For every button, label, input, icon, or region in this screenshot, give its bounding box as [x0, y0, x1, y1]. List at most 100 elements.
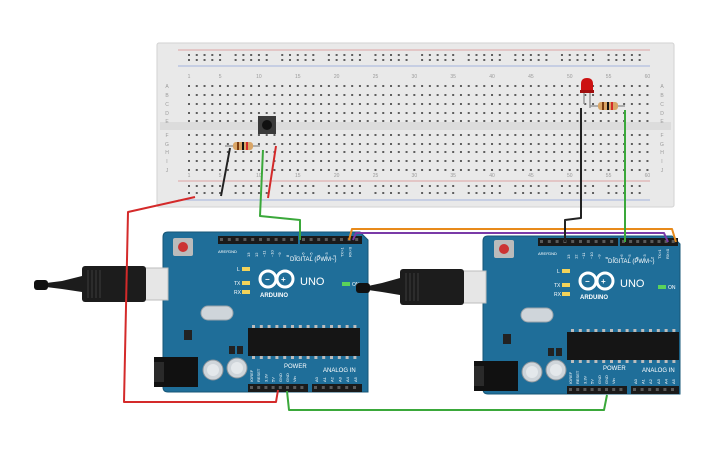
pin-label: A0 [633, 378, 638, 384]
pin-label: A1 [641, 378, 646, 384]
row-letter: J [661, 168, 664, 174]
row-letter: B [165, 93, 169, 99]
pin-label: TX>1 [657, 249, 662, 259]
pin-label: RESET [256, 368, 261, 382]
arduino-brand: ARDUINO [260, 293, 288, 299]
aref-label: AREF [538, 251, 549, 256]
pin-label: GND [597, 375, 602, 384]
pin-label: 13 [566, 254, 571, 259]
column-number: 45 [528, 74, 534, 80]
row-letter: C [660, 102, 664, 108]
svg-text:−: − [585, 277, 590, 286]
column-number: 40 [489, 74, 495, 80]
row-letter: I [166, 159, 167, 165]
pin-label: A5 [353, 376, 358, 382]
pin-label: ~9 [277, 252, 282, 257]
column-number: 20 [334, 74, 340, 80]
column-number: 50 [567, 74, 573, 80]
l-led-label: L [557, 269, 560, 275]
wire-black-gnd [220, 147, 231, 197]
rx-led-label: RX [554, 292, 562, 298]
resistor-right[interactable] [590, 102, 625, 110]
pin-label: A4 [663, 378, 668, 384]
pin-label: ~10 [589, 251, 594, 259]
pin-label: 7 [293, 254, 298, 257]
l-led-label: L [237, 267, 240, 273]
row-letter: F [165, 133, 168, 139]
row-letter: B [660, 93, 664, 99]
analog-header [312, 384, 362, 392]
pushbutton[interactable] [258, 116, 276, 134]
wire-green-ground-link [286, 390, 608, 411]
column-number: 40 [489, 173, 495, 179]
breadboard[interactable]: 1155101015152020252530303535404045455050… [156, 42, 675, 208]
pin-label: ~6 [301, 252, 306, 257]
pin-label: 13 [246, 252, 251, 257]
column-number: 25 [373, 74, 379, 80]
row-letter: G [660, 142, 664, 148]
row-letter: G [165, 142, 169, 148]
column-number: 35 [450, 74, 456, 80]
pin-label: 5V [590, 379, 595, 384]
pin-label: ~9 [596, 254, 601, 259]
pin-label: GND [604, 375, 609, 384]
column-number: 5 [219, 74, 222, 80]
pin-label: 12 [574, 254, 579, 259]
pin-label: A4 [345, 376, 350, 382]
red-led[interactable] [580, 78, 594, 108]
column-number: 35 [450, 173, 456, 179]
column-number: 45 [528, 173, 534, 179]
tx-led-label: TX [234, 281, 241, 287]
gnd-label: GND [548, 251, 557, 256]
row-letter: D [660, 111, 664, 117]
row-letter: D [165, 111, 169, 117]
pin-label: ~3 [642, 254, 647, 259]
pin-label: 8 [285, 254, 290, 257]
column-number: 15 [295, 74, 301, 80]
arduino-brand: ARDUINO [580, 295, 608, 301]
pin-label: ~11 [262, 250, 267, 257]
aref-label: AREF [218, 249, 229, 254]
column-number: 55 [606, 74, 612, 80]
row-letter: A [660, 84, 664, 90]
digital-header-a [218, 236, 298, 244]
uno-label: UNO [620, 278, 645, 290]
row-letter: J [166, 168, 169, 174]
pin-label: Vin [611, 378, 616, 384]
row-letter: H [165, 150, 169, 156]
wire-green-pin2 [259, 149, 301, 240]
digital-header-b [300, 236, 362, 244]
wire-black-led-gnd [564, 108, 582, 242]
pin-label: TX>1 [340, 247, 345, 257]
row-letter: F [660, 133, 663, 139]
usb-cable-left[interactable] [34, 266, 169, 302]
analog-in-label: ANALOG IN [642, 368, 675, 374]
column-number: 15 [295, 173, 301, 179]
rx-led-label: RX [234, 290, 242, 296]
gnd-label: GND [228, 249, 237, 254]
pin-label: A0 [314, 376, 319, 382]
row-letter: E [660, 119, 664, 125]
digital-label: DIGITAL (PWM~) [608, 259, 655, 265]
column-number: 1 [188, 74, 191, 80]
pin-label: RX<0 [347, 246, 352, 257]
tx-led [242, 281, 250, 285]
on-label: ON [668, 285, 676, 291]
wire-purple-rx [352, 232, 669, 243]
row-letter: H [660, 150, 664, 156]
usb-cable-right[interactable] [356, 269, 487, 305]
pin-label: IOREF [568, 371, 573, 384]
pin-label: 4 [316, 254, 321, 257]
rx-led [242, 290, 250, 294]
power-led [342, 282, 350, 286]
resistor-left[interactable] [225, 142, 260, 150]
pin-label: ~3 [324, 252, 329, 257]
pin-label: ~11 [581, 252, 586, 259]
column-number: 60 [645, 74, 651, 80]
